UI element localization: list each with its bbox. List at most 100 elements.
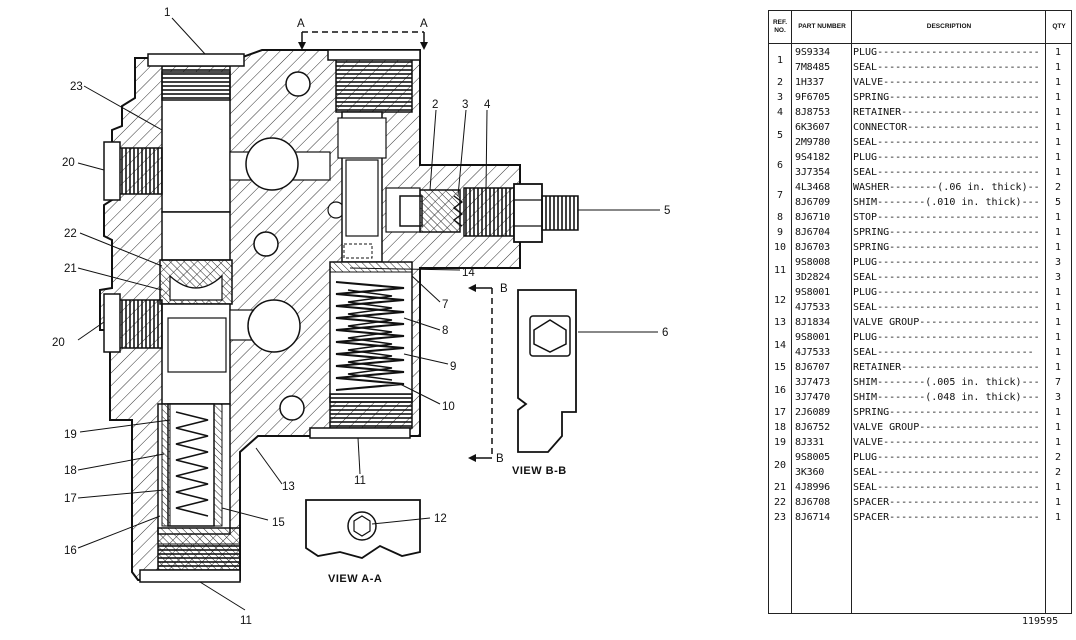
callout-labels: 1 23 20 2 3 4 5 6 7 8 9 10 14 11 13 22 2… [52,7,670,627]
qty-cell: 1 [1054,347,1062,358]
ref-number-cell: 11 [773,264,787,276]
callout-7: 7 [442,299,448,311]
callout-11-right: 11 [354,475,366,487]
description-cell: SEAL-------------------------- [853,347,1034,358]
qty-cell: 1 [1054,332,1062,343]
callout-20-lower: 20 [52,337,65,349]
view-a-a-label: VIEW A-A [328,573,382,585]
table-row: 8J6708 SPACER----------------------------… [769,495,1071,510]
description-cell: SEAL-------------------------------- [853,482,1041,493]
table-row: 8J6710STOP------------------------------… [769,210,1071,225]
part-number-cell: 3J7354 [795,167,830,178]
description-cell: VALVE GROUP-------------------- [853,317,1040,328]
part-number-cell: 8J6708 [795,497,830,508]
qty-cell: 1 [1054,152,1062,163]
parts-list-table: REF. NO. PART NUMBER DESCRIPTION QTY 9S9… [768,10,1072,614]
table-row: 9S4182 PLUG------------------------------… [769,150,1071,165]
part-number-cell: 8J6709 [795,197,830,208]
ref-number-cell: 18 [773,422,787,433]
table-row: 9S8008 PLUG------------------------------… [769,255,1071,270]
part-number-cell: 8J6710 [795,212,830,223]
ref-number-cell: 5 [776,129,784,141]
description-cell: SPRING---------------------------- [853,92,1041,103]
header-description: DESCRIPTION [926,23,972,30]
callout-4: 4 [484,99,491,111]
valve-housing [99,49,579,583]
ref-number-cell: 7 [776,189,784,201]
qty-cell: 3 [1054,392,1062,403]
description-cell: CONNECTOR---------------------- [853,122,1040,133]
ref-number-cell: 19 [773,437,787,448]
part-number-cell: 8J6752 [795,422,830,433]
qty-cell: 1 [1054,512,1062,523]
section-b-top-label: B [500,283,508,295]
qty-cell: 1 [1054,62,1062,73]
part-number-cell: 2J6089 [795,407,830,418]
ref-number-cell: 23 [773,512,787,523]
description-cell: SPRING---------------------------- [853,227,1041,238]
qty-cell: 1 [1054,407,1062,418]
description-cell: PLUG--------------------------------- [853,152,1041,163]
table-row: 8J331VALVE------------------------------… [769,435,1071,450]
qty-cell: 1 [1054,47,1062,58]
description-cell: SEAL-------------------------------- [853,467,1041,478]
column-divider [791,11,792,613]
part-number-cell: 3J7473 [795,377,830,388]
callout-23: 23 [70,81,83,93]
view-a-a-detail: VIEW A-A [305,499,421,585]
description-cell: SPRING---------------------------- [853,242,1041,253]
table-row: 4J7533 SEAL--------------------------1 [769,345,1071,360]
figure-number: 119595 [1022,616,1059,627]
table-row: 7M8485SEAL------------------------------… [769,60,1071,75]
ref-number-cell: 13 [773,317,787,328]
qty-cell: 1 [1054,302,1062,313]
part-number-cell: 9S8001 [795,332,830,343]
description-cell: PLUG--------------------------------- [853,452,1041,463]
table-row: 9S8005PLUG------------------------------… [769,450,1071,465]
table-row: 3K360SEAL-------------------------------… [769,465,1071,480]
table-row: 1H337VALVE------------------------------… [769,75,1071,90]
qty-cell: 1 [1054,92,1062,103]
valve-cross-section-diagram: A A B B VIEW B-B VIEW A-A [52,7,670,627]
description-cell: SEAL-------------------------------- [853,137,1041,148]
description-cell: SEAL-------------------------------- [853,302,1041,313]
part-number-cell: 4L3468 [795,182,830,193]
description-cell: RETAINER------------------------ [853,362,1041,373]
qty-cell: 1 [1054,242,1062,253]
description-cell: PLUG--------------------------------- [853,257,1041,268]
description-cell: SHIM--------(.010 in. thick)------- [853,197,1041,208]
ref-number-cell: 22 [773,497,787,508]
part-number-cell: 9S8001 [795,287,830,298]
description-cell: VALVE GROUP-------------------- [853,422,1040,433]
part-number-cell: 4J7533 [795,302,830,313]
table-row: 9F6705 SPRING----------------------------… [769,90,1071,105]
callout-14: 14 [462,267,475,279]
part-number-cell: 9F6705 [795,92,830,103]
part-number-cell: 7M8485 [795,62,830,73]
part-number-cell: 8J6703 [795,242,830,253]
qty-cell: 1 [1054,437,1062,448]
description-cell: PLUG--------------------------- [853,332,1040,343]
part-number-cell: 8J1834 [795,317,830,328]
description-cell: SHIM--------(.048 in. thick)------- [853,392,1041,403]
callout-12: 12 [434,513,447,525]
part-number-cell: 6K3607 [795,122,830,133]
qty-cell: 3 [1054,257,1062,268]
part-number-cell: 8J6704 [795,227,830,238]
part-number-cell: 9S8008 [795,257,830,268]
section-a-left-label: A [297,18,305,30]
callout-17: 17 [64,493,77,505]
table-row: 4J7533 SEAL------------------------------… [769,300,1071,315]
callout-21: 21 [64,263,77,275]
ref-number-cell: 16 [773,384,787,396]
part-number-cell: 9S4182 [795,152,830,163]
qty-cell: 7 [1054,377,1062,388]
qty-cell: 1 [1054,77,1062,88]
ref-number-cell: 15 [773,362,787,373]
qty-cell: 1 [1054,137,1062,148]
description-cell: SPACER---------------------------- [853,497,1041,508]
qty-cell: 1 [1054,227,1062,238]
